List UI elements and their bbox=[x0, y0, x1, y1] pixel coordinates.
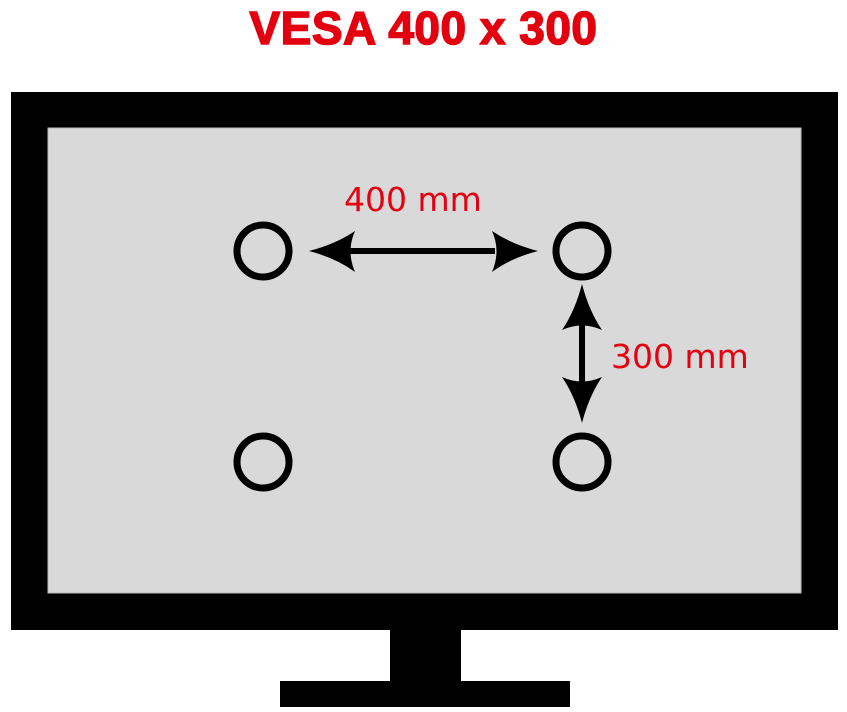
vertical-distance-label: 300 mm bbox=[611, 337, 749, 376]
horizontal-distance-label: 400 mm bbox=[344, 180, 482, 219]
mounting-hole-top-right bbox=[552, 221, 612, 281]
stand-neck bbox=[390, 629, 461, 682]
horizontal-arrow-icon bbox=[309, 231, 538, 272]
page-title: VESA 400 x 300 bbox=[249, 1, 598, 55]
vertical-arrow-icon bbox=[562, 284, 602, 423]
mounting-hole-bottom-left bbox=[233, 432, 293, 492]
mounting-hole-bottom-right bbox=[552, 432, 612, 492]
mounting-hole-top-left bbox=[233, 221, 293, 281]
stand-base bbox=[280, 681, 570, 707]
monitor-screen bbox=[47, 127, 802, 594]
